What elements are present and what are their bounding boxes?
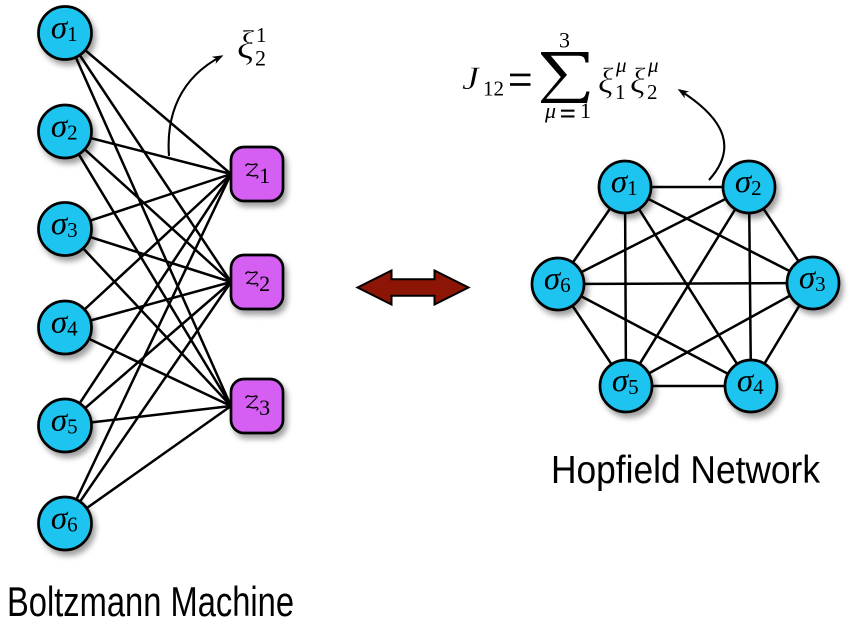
svg-text:3: 3	[815, 272, 826, 296]
svg-text:μ: μ	[615, 53, 627, 77]
svg-text:1: 1	[259, 163, 270, 188]
svg-text:3: 3	[67, 218, 78, 242]
svg-text:2: 2	[259, 271, 270, 296]
svg-text:ξ: ξ	[630, 61, 646, 101]
svg-text:2: 2	[67, 120, 78, 144]
svg-text:2: 2	[255, 46, 266, 71]
svg-text:1: 1	[615, 80, 626, 104]
svg-text:3: 3	[559, 28, 570, 53]
svg-text:μ: μ	[544, 98, 556, 123]
svg-text:6: 6	[560, 273, 571, 297]
svg-text:σ: σ	[799, 260, 817, 296]
svg-text:μ: μ	[647, 53, 659, 77]
svg-text:1: 1	[67, 22, 78, 46]
svg-text:σ: σ	[51, 206, 69, 242]
svg-text:12: 12	[483, 77, 504, 101]
svg-text:σ: σ	[611, 164, 629, 200]
svg-text:σ: σ	[735, 164, 753, 200]
svg-text:5: 5	[67, 414, 78, 438]
svg-text:σ: σ	[51, 10, 69, 46]
svg-text:6: 6	[67, 512, 78, 536]
svg-text:σ: σ	[544, 261, 562, 297]
svg-text:3: 3	[259, 395, 270, 420]
svg-text:σ: σ	[51, 402, 69, 438]
svg-text:1: 1	[580, 98, 591, 123]
svg-text:σ: σ	[51, 304, 69, 340]
svg-text:5: 5	[628, 375, 639, 399]
svg-text:Hopfield Network: Hopfield Network	[551, 449, 820, 492]
svg-text:1: 1	[627, 176, 638, 200]
svg-text:ξ: ξ	[598, 61, 614, 101]
svg-text:ξ: ξ	[237, 22, 255, 67]
svg-text:4: 4	[753, 375, 764, 399]
svg-text:1: 1	[256, 23, 267, 47]
svg-text:4: 4	[67, 316, 78, 340]
svg-text:Boltzmann Machine: Boltzmann Machine	[7, 578, 294, 625]
svg-text:σ: σ	[51, 500, 69, 536]
svg-text:σ: σ	[612, 363, 630, 399]
svg-text:σ: σ	[737, 363, 755, 399]
svg-text:2: 2	[647, 80, 658, 104]
svg-text:σ: σ	[51, 108, 69, 144]
svg-text:J: J	[462, 61, 481, 97]
svg-text:2: 2	[751, 176, 762, 200]
